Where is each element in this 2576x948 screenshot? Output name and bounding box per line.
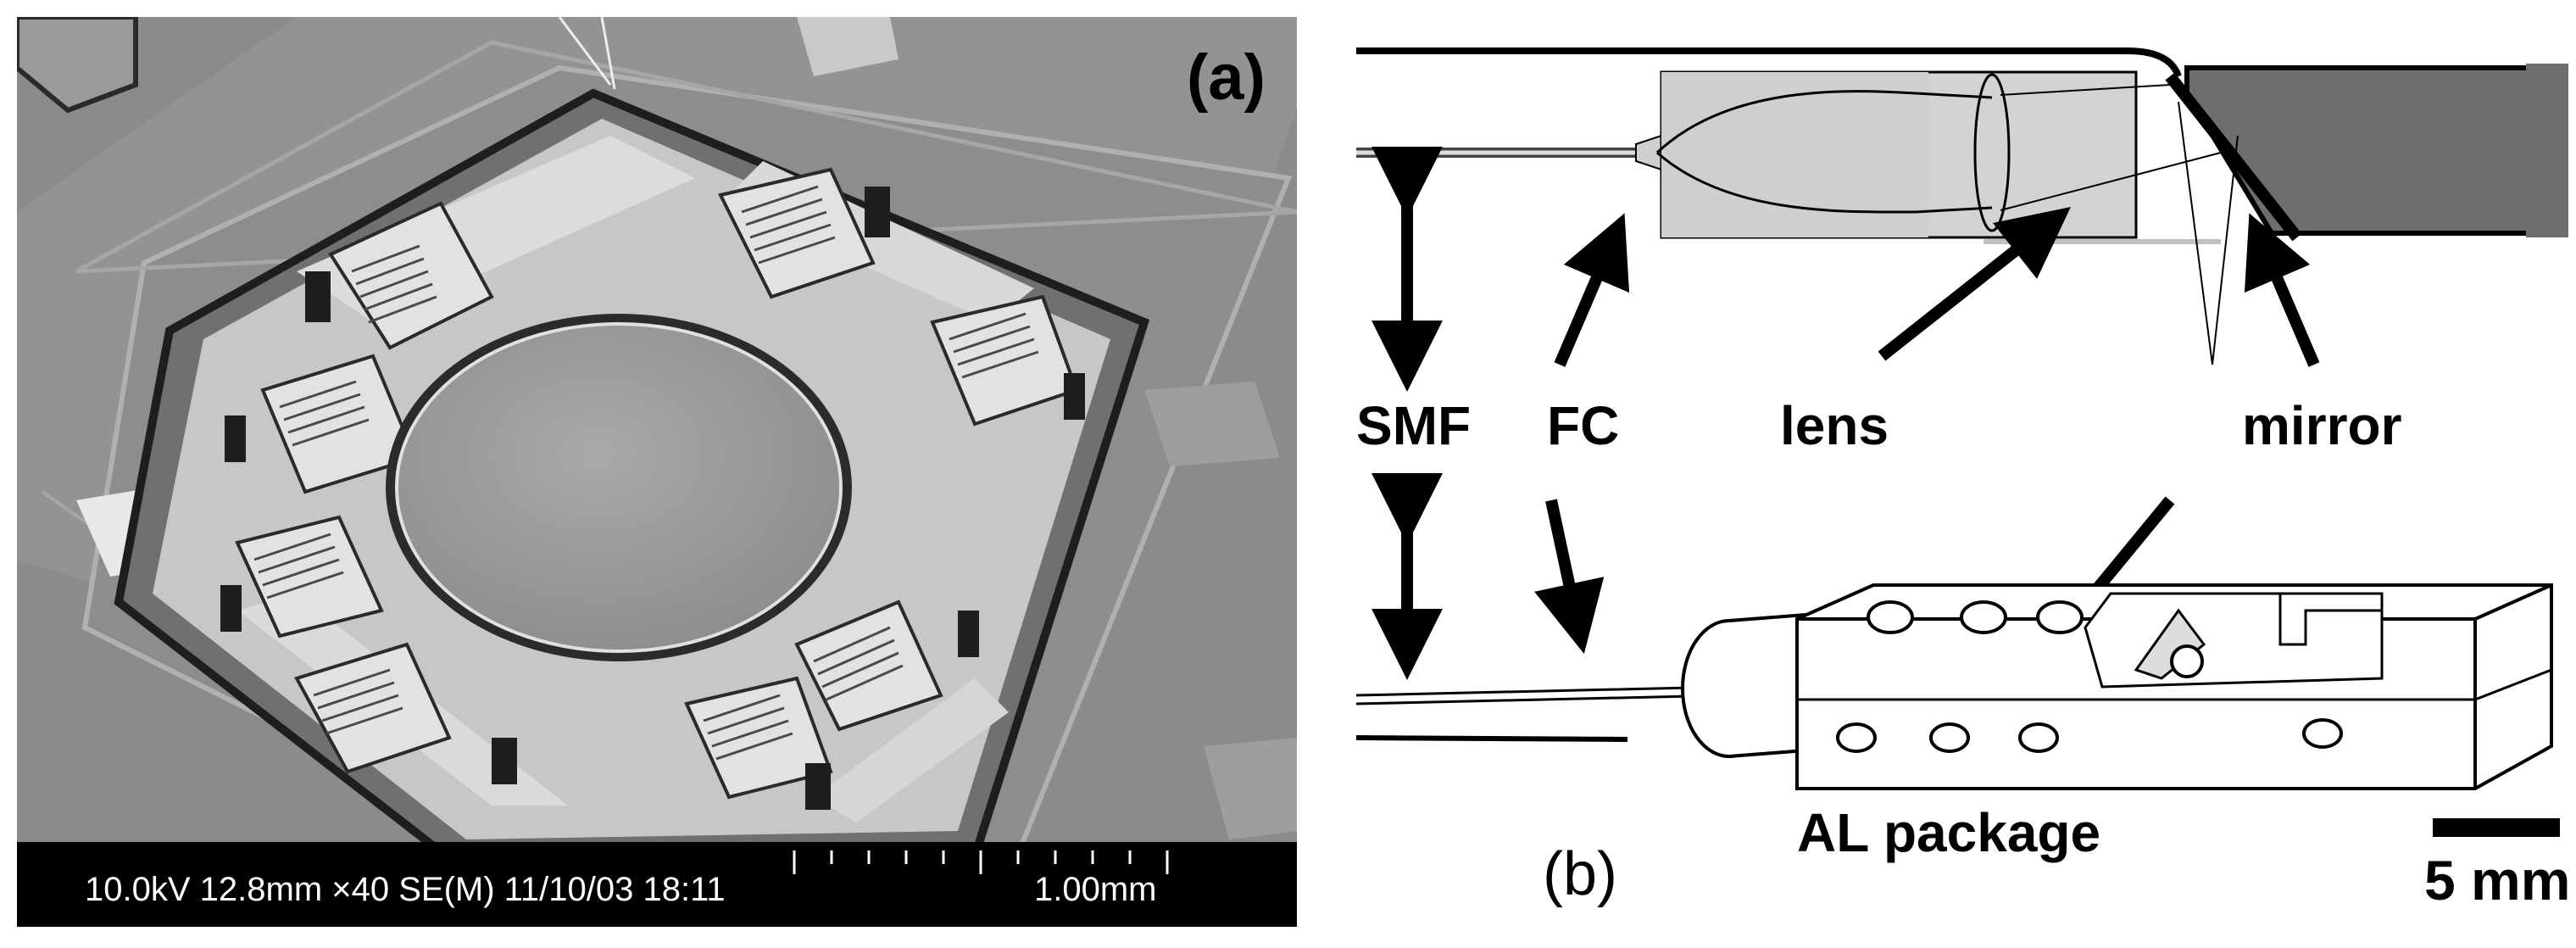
- sem-info-bar: 10.0kV 12.8mm ×40 SE(M) 11/10/03 18:11 1…: [17, 842, 1297, 927]
- smf-label: SMF: [1356, 395, 1472, 456]
- probe-schematic: [1355, 47, 2568, 837]
- panel-a-label: (a): [1187, 42, 1266, 114]
- probe-diagram-panel: SMF FC lens mirror AL package (b) 5 mm: [1322, 0, 2576, 944]
- sem-micrograph: [14, 14, 1298, 927]
- sem-info-text: 10.0kV 12.8mm ×40 SE(M) 11/10/03 18:11: [85, 871, 726, 908]
- sem-scale-text: 1.00mm: [1034, 871, 1157, 908]
- sem-scale-ticks: [793, 850, 1169, 874]
- mirror-label: mirror: [2242, 395, 2402, 456]
- package-label: AL package: [1797, 802, 2101, 863]
- fc-label: FC: [1547, 395, 1620, 456]
- scale-bar-label: 5 mm: [2424, 849, 2571, 912]
- sem-image-panel: (a) 10.0kV 12.8mm ×40 SE(M) 11/10/03 18:…: [14, 14, 1298, 927]
- panel-b-label: (b): [1543, 840, 1617, 908]
- lens-label: lens: [1780, 395, 1889, 456]
